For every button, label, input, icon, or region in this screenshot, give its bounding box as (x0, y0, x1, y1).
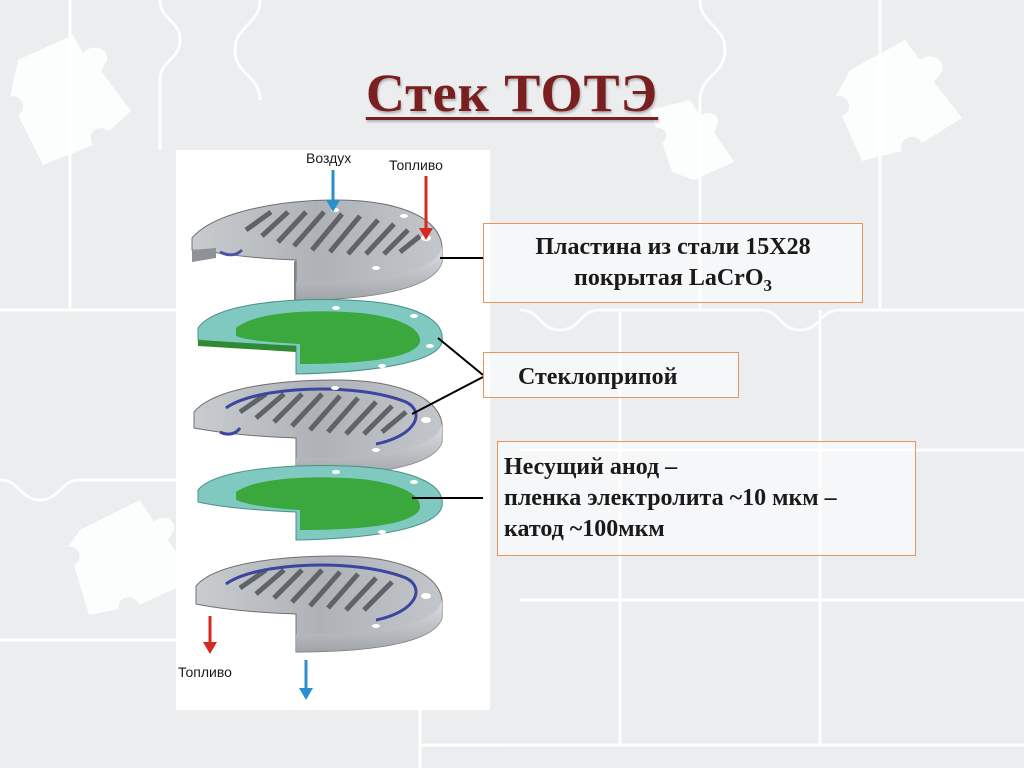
glass-seal-1 (197, 299, 443, 375)
fuel-in-arrow (419, 176, 433, 240)
anode-cell-layer (197, 465, 443, 541)
connector-seal-1 (437, 337, 484, 376)
steel-plate-subscript: 3 (763, 275, 772, 295)
steel-plate-line2-text: покрытая LaCrO (574, 265, 764, 291)
sofc-stack-diagram: Воздух Топливо Топливо (176, 150, 490, 710)
steel-plate-line2: покрытая LaCrO3 (484, 263, 862, 301)
slide-title-wrap: Стек ТОТЭ (0, 62, 1024, 124)
glass-solder-text: Стеклоприпой (518, 364, 678, 390)
steel-plate-2 (193, 379, 443, 477)
callout-anode: Несущий анод – пленка электролита ~10 мк… (497, 441, 916, 556)
callout-steel-plate: Пластина из стали 15Х28 покрытая LaCrO3 (483, 223, 863, 303)
slide-title: Стек ТОТЭ (365, 63, 659, 123)
anode-line2: пленка электролита ~10 мкм – (504, 485, 837, 511)
air-in-arrow (326, 170, 340, 212)
fuel-out-label: Топливо (178, 664, 232, 680)
steel-plate-1 (191, 199, 443, 301)
anode-line3: катод ~100мкм (504, 516, 665, 542)
steel-plate-line1: Пластина из стали 15Х28 (535, 234, 811, 260)
stack-illustration (191, 170, 443, 700)
steel-plate-3 (195, 555, 443, 653)
fuel-in-label: Топливо (389, 157, 443, 173)
anode-line1: Несущий анод – (504, 454, 678, 480)
connector-seal-2 (411, 376, 484, 415)
callout-glass-solder: Стеклоприпой (483, 352, 739, 398)
air-out-arrow (299, 660, 313, 700)
fuel-out-arrow (203, 616, 217, 654)
air-in-label: Воздух (306, 150, 352, 166)
